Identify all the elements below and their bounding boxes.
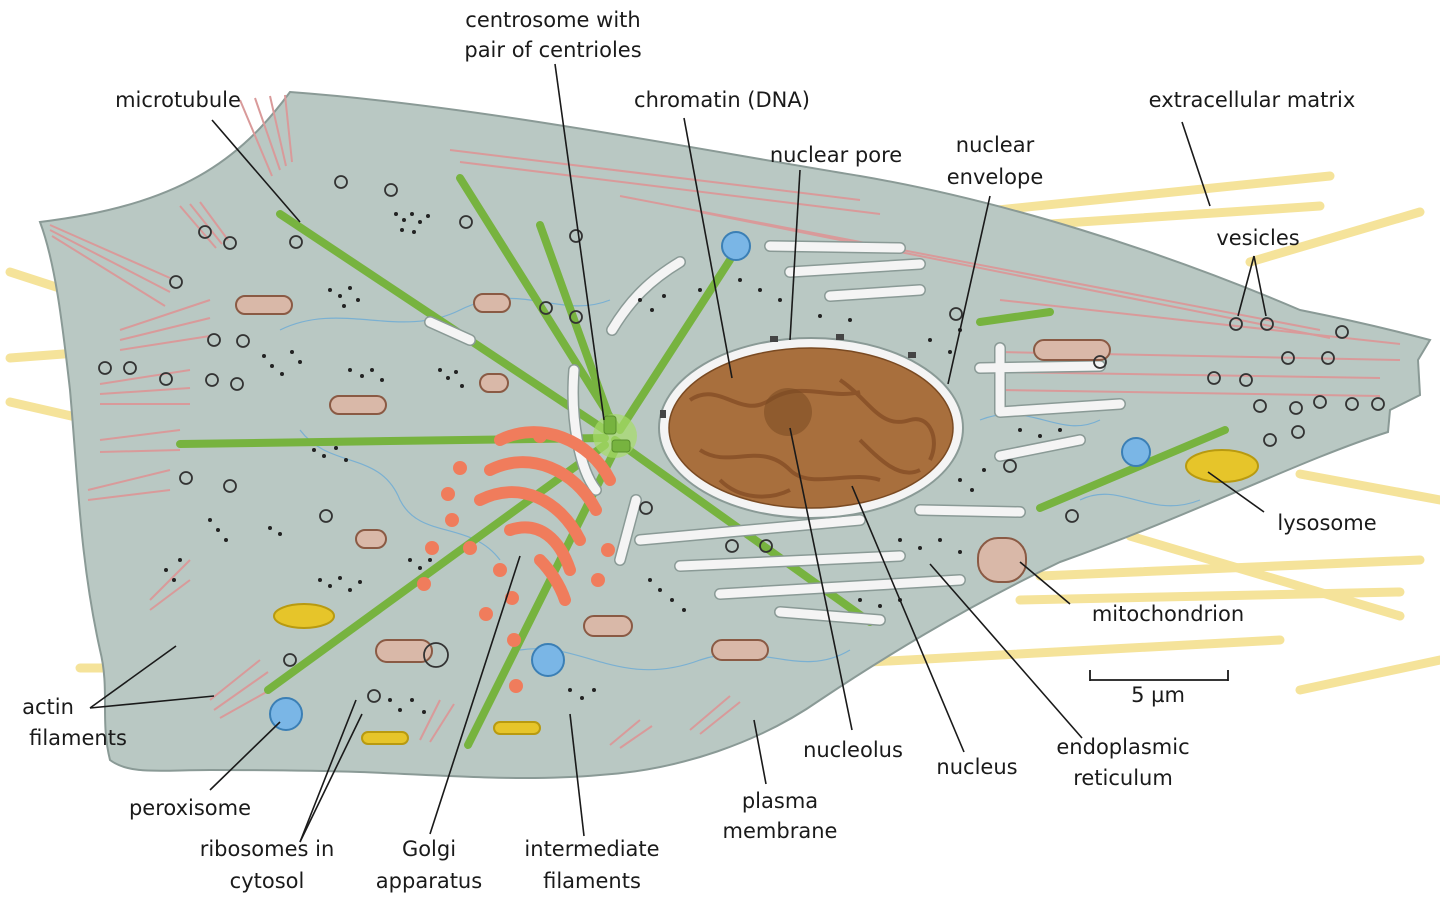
labels: centrosome with pair of centrioles micro… bbox=[22, 8, 1377, 893]
label-nuclear-envelope-line2: envelope bbox=[947, 165, 1044, 189]
label-vesicles: vesicles bbox=[1216, 226, 1299, 250]
nucleolus bbox=[764, 388, 812, 436]
label-peroxisome: peroxisome bbox=[129, 796, 251, 820]
label-er-line1: endoplasmic bbox=[1056, 735, 1189, 759]
label-nuclear-pore: nuclear pore bbox=[770, 143, 902, 167]
centriole bbox=[603, 415, 617, 435]
label-mitochondrion: mitochondrion bbox=[1092, 602, 1244, 626]
endoplasmic-reticulum-lumen bbox=[425, 241, 1125, 625]
peroxisomes bbox=[269, 231, 1151, 731]
label-extracellular-matrix: extracellular matrix bbox=[1149, 88, 1356, 112]
label-nucleolus: nucleolus bbox=[803, 738, 903, 762]
centriole bbox=[611, 439, 631, 453]
label-nuclear-envelope-line1: nuclear bbox=[956, 133, 1035, 157]
nuclear-pores bbox=[660, 334, 916, 418]
label-intermediate-line2: filaments bbox=[543, 869, 641, 893]
lysosomes bbox=[273, 449, 1259, 745]
nucleus bbox=[668, 347, 954, 509]
golgi-apparatus bbox=[474, 426, 616, 606]
actin-filaments bbox=[49, 94, 1401, 749]
label-golgi-line2: apparatus bbox=[376, 869, 482, 893]
label-lysosome: lysosome bbox=[1277, 511, 1376, 535]
label-scale: 5 µm bbox=[1131, 683, 1185, 707]
label-ribosomes-line1: ribosomes in bbox=[200, 837, 335, 861]
vesicles bbox=[98, 175, 1385, 703]
label-centrosome-line1: centrosome with bbox=[465, 8, 640, 32]
label-chromatin: chromatin (DNA) bbox=[634, 88, 810, 112]
label-actin-line1: actin bbox=[22, 695, 74, 719]
label-plasma-line1: plasma bbox=[742, 789, 818, 813]
leader-lines bbox=[89, 63, 1267, 843]
label-microtubule: microtubule bbox=[115, 88, 241, 112]
ribosomes bbox=[164, 212, 1062, 714]
golgi-vesicles bbox=[417, 429, 615, 693]
label-golgi-line1: Golgi bbox=[402, 837, 456, 861]
label-nucleus: nucleus bbox=[936, 755, 1017, 779]
label-plasma-line2: membrane bbox=[723, 819, 838, 843]
label-intermediate-line1: intermediate bbox=[524, 837, 659, 861]
label-centrosome-line2: pair of centrioles bbox=[464, 38, 641, 62]
label-er-line2: reticulum bbox=[1073, 766, 1173, 790]
label-actin-line2: filaments bbox=[29, 726, 127, 750]
intermediate-filaments bbox=[279, 297, 1201, 671]
mitochondria bbox=[235, 293, 1111, 663]
label-ribosomes-line2: cytosol bbox=[230, 869, 305, 893]
scale-bar bbox=[1089, 670, 1229, 681]
